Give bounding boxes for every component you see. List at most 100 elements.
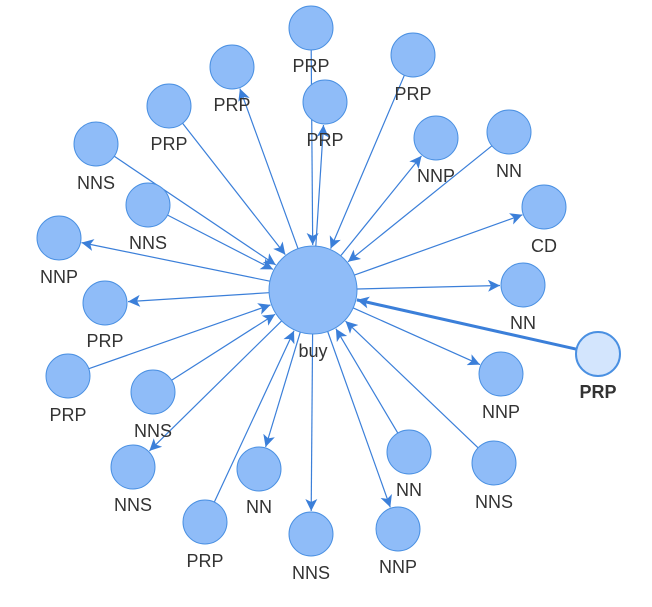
edge-n0-to-n16 (327, 331, 392, 508)
node-circle[interactable] (486, 109, 532, 155)
edge-n0-to-n14 (263, 331, 301, 448)
node-label: NN (246, 497, 272, 517)
node-center[interactable]: buy (268, 245, 358, 361)
node-label: NNP (417, 166, 455, 186)
edge-n23-to-n0 (347, 145, 493, 263)
node-label: NNS (292, 563, 330, 583)
node-n18[interactable]: NNS (471, 440, 517, 512)
node-n13[interactable]: PRP (182, 499, 228, 571)
node-n14[interactable]: NN (236, 446, 282, 517)
node-label: NNS (114, 495, 152, 515)
node-circle[interactable] (236, 446, 282, 492)
edge-n0-to-n15 (305, 333, 318, 512)
edge-layer (81, 49, 577, 512)
node-circle[interactable] (478, 351, 524, 397)
node-n24[interactable]: NNP (413, 115, 459, 186)
edge-n0-to-n9 (127, 292, 270, 307)
node-circle[interactable] (110, 444, 156, 490)
edge-n0-to-n2 (238, 88, 299, 249)
node-circle[interactable] (36, 215, 82, 261)
node-label: NNS (134, 421, 172, 441)
node-n1[interactable]: PRP (288, 5, 334, 76)
edge-n4-to-n0 (329, 74, 405, 249)
edge-n7-to-n0 (167, 214, 274, 270)
node-label: NNP (40, 267, 78, 287)
node-center-label: buy (298, 341, 327, 361)
node-n20[interactable]: PRP (575, 331, 621, 402)
node-n6[interactable]: NNS (73, 121, 119, 193)
edge-n20-to-n0 (356, 296, 577, 351)
node-label: NN (496, 161, 522, 181)
node-n16[interactable]: NNP (375, 506, 421, 577)
node-n21[interactable]: NN (500, 262, 546, 333)
edge-n0-to-n3 (315, 124, 329, 247)
node-n9[interactable]: PRP (82, 280, 128, 351)
node-label: PRP (150, 134, 187, 154)
node-n5[interactable]: PRP (146, 83, 192, 154)
edge-n18-to-n0 (345, 320, 479, 449)
node-circle[interactable] (130, 369, 176, 415)
node-circle[interactable] (390, 32, 436, 78)
node-circle[interactable] (288, 5, 334, 51)
node-label: PRP (394, 84, 431, 104)
edge-n11-to-n0 (171, 313, 276, 381)
node-n19[interactable]: NNP (478, 351, 524, 422)
node-circle[interactable] (82, 280, 128, 326)
edge-n0-to-n22 (354, 213, 523, 276)
node-circle[interactable] (209, 44, 255, 90)
node-center-circle[interactable] (268, 245, 358, 335)
node-n17[interactable]: NN (386, 429, 432, 500)
node-label: NNP (482, 402, 520, 422)
edge-n6-to-n0 (113, 155, 277, 266)
node-circle[interactable] (45, 353, 91, 399)
node-label: PRP (292, 56, 329, 76)
node-circle[interactable] (125, 182, 171, 228)
edge-n5-to-n0 (182, 122, 286, 255)
node-n4[interactable]: PRP (390, 32, 436, 104)
edge-n0-to-n21 (356, 279, 501, 292)
node-circle[interactable] (413, 115, 459, 161)
node-label: PRP (213, 95, 250, 115)
node-circle[interactable] (471, 440, 517, 486)
node-circle[interactable] (182, 499, 228, 545)
node-circle[interactable] (302, 79, 348, 125)
node-circle[interactable] (386, 429, 432, 475)
node-n15[interactable]: NNS (288, 511, 334, 583)
edge-n10-to-n0 (88, 303, 271, 370)
node-n22[interactable]: CD (521, 184, 567, 256)
node-circle[interactable] (375, 506, 421, 552)
node-n23[interactable]: NN (486, 109, 532, 181)
node-label: PRP (86, 331, 123, 351)
edge-n13-to-n0 (213, 330, 295, 503)
edge-n1-to-n0 (306, 49, 319, 246)
node-n11[interactable]: NNS (130, 369, 176, 441)
edge-n0-to-n24 (340, 155, 422, 257)
node-label: PRP (49, 405, 86, 425)
node-circle[interactable] (521, 184, 567, 230)
node-circle[interactable] (500, 262, 546, 308)
node-circle[interactable] (146, 83, 192, 129)
node-n10[interactable]: PRP (45, 353, 91, 425)
node-n3[interactable]: PRP (302, 79, 348, 150)
node-n12[interactable]: NNS (110, 444, 156, 515)
node-label: NNP (379, 557, 417, 577)
node-circle[interactable] (575, 331, 621, 377)
edge-n0-to-n8 (81, 239, 271, 282)
node-label: NN (510, 313, 536, 333)
node-label: PRP (579, 382, 616, 402)
node-n7[interactable]: NNS (125, 182, 171, 253)
node-circle[interactable] (288, 511, 334, 557)
node-label: PRP (306, 130, 343, 150)
node-layer: buyPRPPRPPRPPRPPRPNNSNNSNNPPRPPRPNNSNNSP… (36, 5, 621, 583)
node-circle[interactable] (73, 121, 119, 167)
node-n2[interactable]: PRP (209, 44, 255, 115)
node-label: NNS (77, 173, 115, 193)
node-label: NNS (475, 492, 513, 512)
node-label: NN (396, 480, 422, 500)
edge-n17-to-n0 (335, 328, 399, 434)
node-label: CD (531, 236, 557, 256)
node-n8[interactable]: NNP (36, 215, 82, 287)
edge-n0-to-n19 (352, 307, 481, 366)
edge-n0-to-n12 (148, 320, 283, 452)
